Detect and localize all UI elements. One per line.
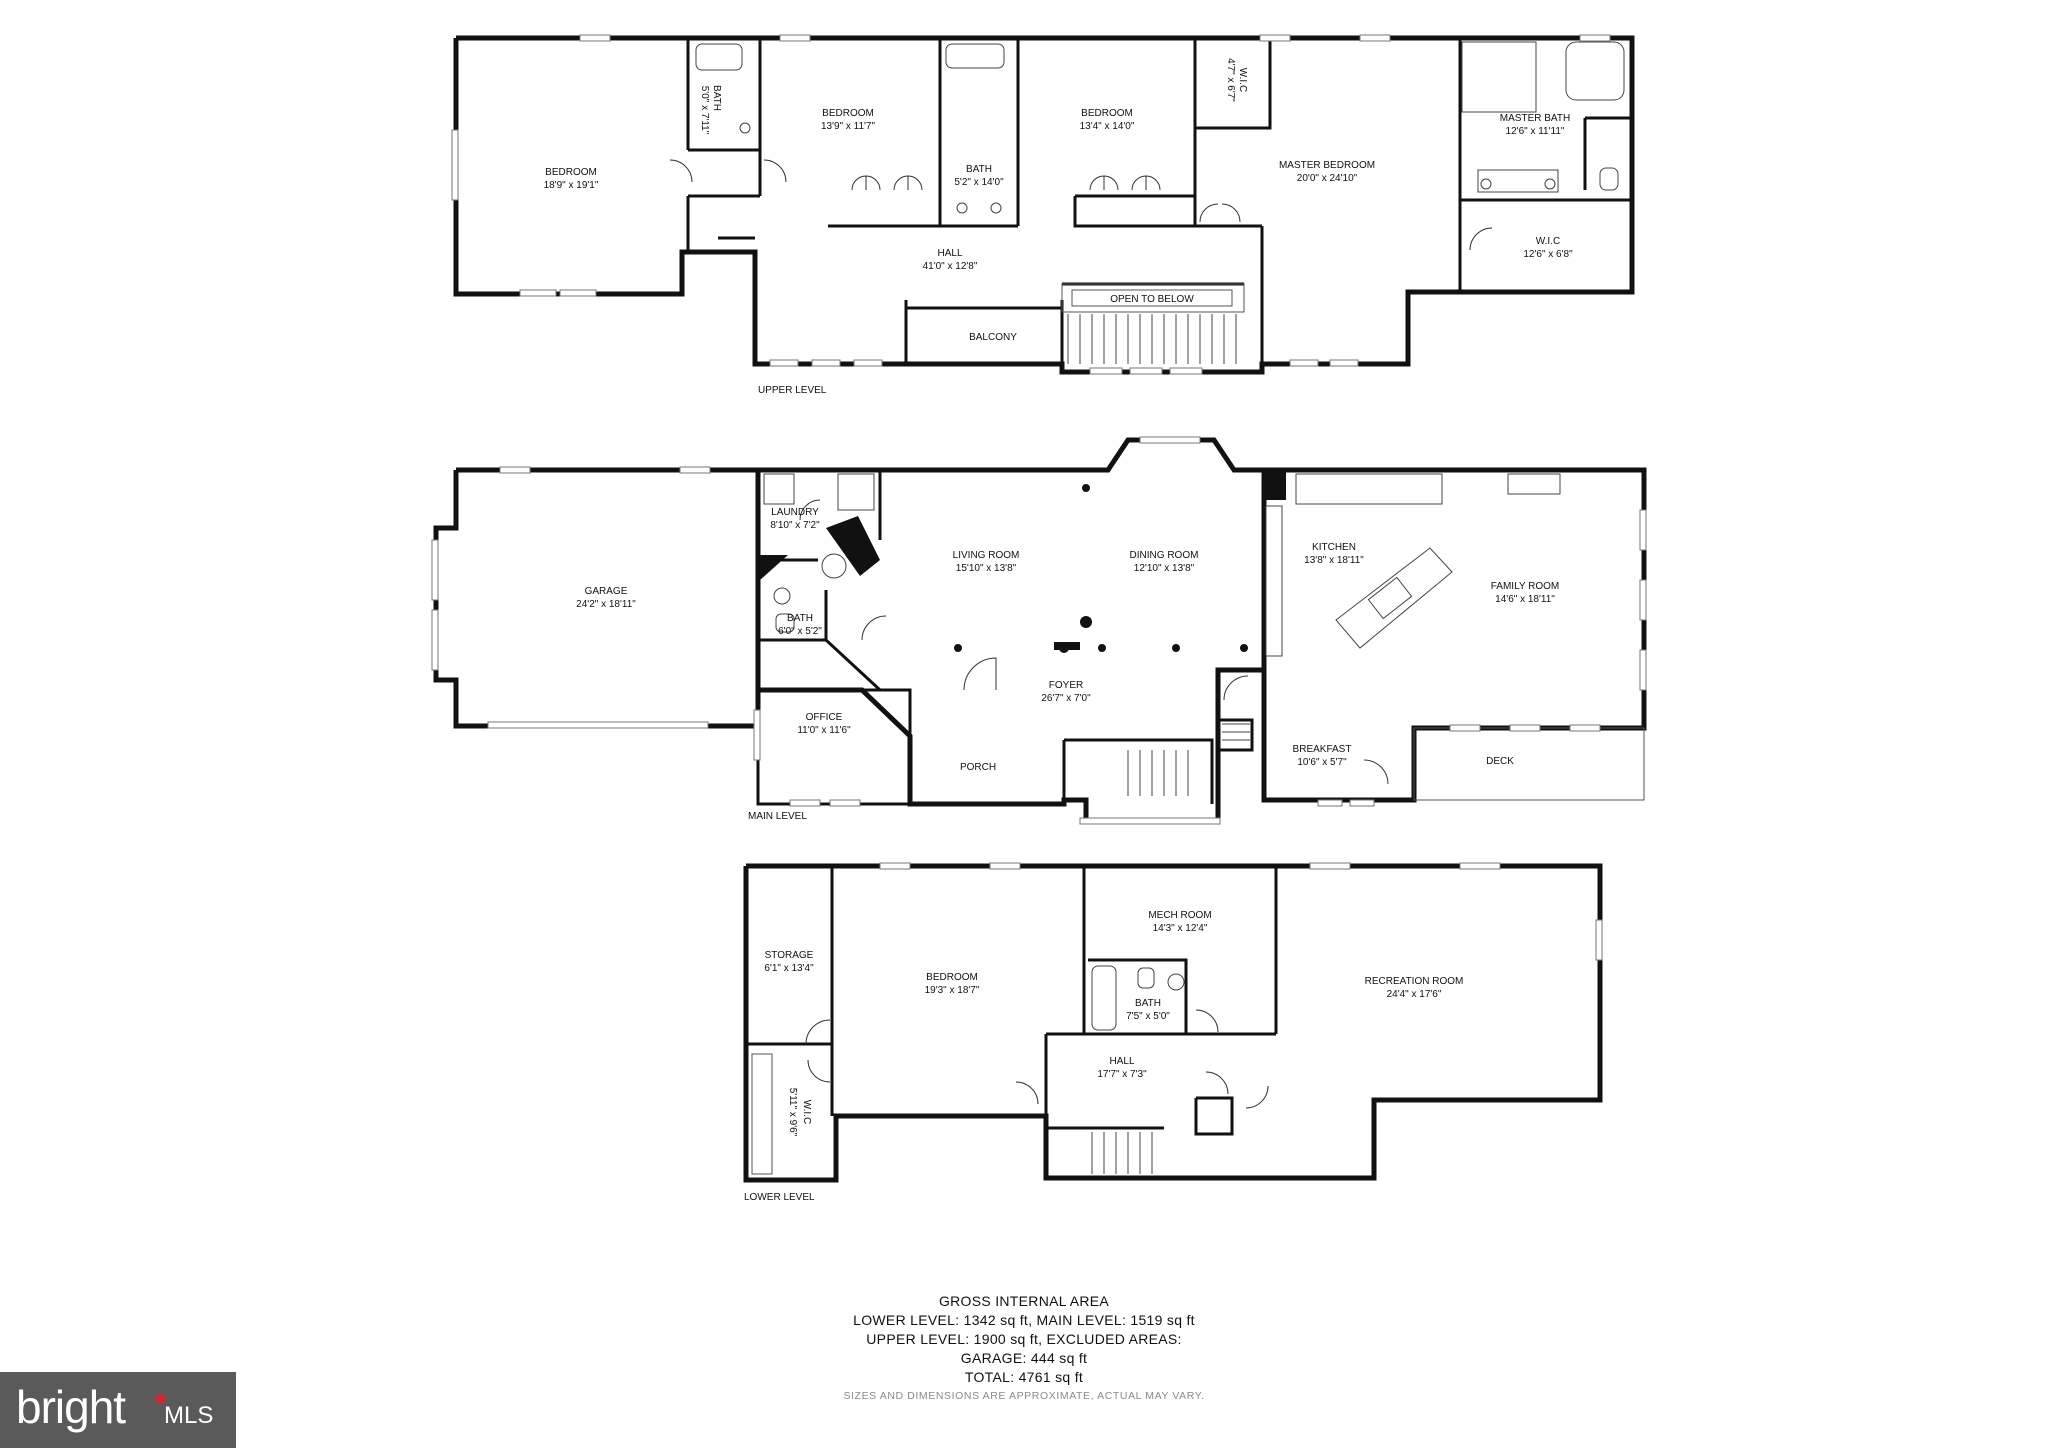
lower-room-name-2: W.I.C (801, 1100, 812, 1124)
summary-line-1: LOWER LEVEL: 1342 sq ft, MAIN LEVEL: 151… (853, 1312, 1195, 1328)
lower-room-name-4: MECH ROOM (1148, 910, 1211, 921)
main-room-name-7: FOYER (1049, 680, 1083, 691)
lower-room-dims-7: 24'4" x 17'6" (1387, 989, 1442, 1000)
upper-room-dims-10: 41'0" x 12'8" (923, 261, 978, 272)
main-room-dims-10: 14'6" x 18'11" (1495, 594, 1555, 605)
upper-room-dims-9: 12'6" x 6'8" (1523, 249, 1573, 260)
upper-room-dims-4: 5'2" x 14'0" (954, 177, 1004, 188)
upper-room-name-6: W.I.C (1237, 68, 1248, 92)
upper-room-name-9: W.I.C (1536, 236, 1560, 247)
main-room-name-10: FAMILY ROOM (1491, 581, 1560, 592)
upper-room-dims-5: 13'4" x 14'0" (1080, 121, 1135, 132)
upper-room-name-10: HALL (937, 248, 962, 259)
main-room-name-3: BATH (787, 613, 813, 624)
main-level-label: MAIN LEVEL (748, 811, 807, 822)
main-level-plan: GARAGE 24'2" x 18'11" LAUNDRY 8'10" x 7'… (431, 436, 1647, 825)
main-room-dims-1: 24'2" x 18'11" (576, 599, 636, 610)
upper-level-label: UPPER LEVEL (758, 385, 827, 396)
bright-mls-logo: bright MLS (0, 1372, 236, 1448)
upper-room-name-4: BATH (966, 164, 992, 175)
logo-suffix: MLS (164, 1402, 214, 1429)
lower-room-name-6: HALL (1109, 1056, 1134, 1067)
main-room-dims-9: 13'8" x 18'11" (1304, 555, 1364, 566)
upper-room-name-8: MASTER BATH (1500, 113, 1570, 124)
main-room-name-6: DINING ROOM (1130, 550, 1199, 561)
main-room-name-2: LAUNDRY (771, 507, 819, 518)
summary-title: GROSS INTERNAL AREA (938, 1293, 1110, 1309)
main-room-dims-7: 26'7" x 7'0" (1041, 693, 1091, 704)
main-room-name-11: BREAKFAST (1293, 744, 1352, 755)
lower-level-plan: STORAGE 6'1" x 13'4" W.I.C 5'11" x 9'6" … (743, 862, 1603, 1203)
main-room-dims-6: 12'10" x 13'8" (1134, 563, 1195, 574)
upper-room-name-7: MASTER BEDROOM (1279, 160, 1375, 171)
upper-level-plan: BEDROOM 18'9" x 19'1" BATH 5'0" x 7'11" … (451, 34, 1635, 396)
main-room-name-8: PORCH (960, 762, 996, 773)
upper-room-dims-3: 13'9" x 11'7" (821, 121, 876, 132)
lower-room-dims-4: 14'3" x 12'4" (1153, 923, 1208, 934)
lower-room-name-5: BATH (1135, 998, 1161, 1009)
lower-room-dims-1: 6'1" x 13'4" (764, 963, 814, 974)
main-room-dims-4: 11'0" x 11'6" (797, 725, 851, 736)
upper-room-name-11: BALCONY (969, 332, 1017, 343)
main-room-name-4: OFFICE (806, 712, 843, 723)
main-room-name-12: DECK (1486, 756, 1514, 767)
upper-room-dims-2: 5'0" x 7'11" (699, 86, 710, 135)
main-room-dims-2: 8'10" x 7'2" (770, 520, 820, 531)
main-room-name-1: GARAGE (585, 586, 628, 597)
upper-room-name-5: BEDROOM (1081, 108, 1133, 119)
lower-room-name-1: STORAGE (765, 950, 814, 961)
summary-line-4: TOTAL: 4761 sq ft (964, 1369, 1084, 1385)
summary-line-2: UPPER LEVEL: 1900 sq ft, EXCLUDED AREAS: (866, 1331, 1182, 1347)
lower-room-dims-5: 7'5" x 5'0" (1126, 1011, 1170, 1022)
lower-room-name-3: BEDROOM (926, 972, 978, 983)
lower-level-label: LOWER LEVEL (744, 1192, 815, 1203)
area-summary: GROSS INTERNAL AREA LOWER LEVEL: 1342 sq… (704, 1292, 1344, 1402)
logo-accent-dot (156, 1394, 166, 1404)
upper-room-name-12: OPEN TO BELOW (1110, 294, 1194, 305)
summary-line-3: GARAGE: 444 sq ft (960, 1350, 1088, 1366)
summary-note: SIZES AND DIMENSIONS ARE APPROXIMATE, AC… (843, 1390, 1205, 1402)
upper-room-dims-7: 20'0" x 24'10" (1297, 173, 1358, 184)
main-room-name-5: LIVING ROOM (953, 550, 1020, 561)
main-room-dims-3: 6'0" x 5'2" (778, 626, 822, 637)
main-room-dims-11: 10'6" x 5'7" (1297, 757, 1347, 768)
upper-room-name-3: BEDROOM (822, 108, 874, 119)
lower-room-dims-3: 19'3" x 18'7" (925, 985, 980, 996)
main-room-dims-5: 15'10" x 13'8" (956, 563, 1017, 574)
upper-room-dims-8: 12'6" x 11'11" (1506, 126, 1565, 137)
upper-room-name-2: BATH (711, 85, 722, 111)
lower-room-dims-2: 5'11" x 9'6" (787, 1088, 798, 1137)
main-room-name-9: KITCHEN (1312, 542, 1356, 553)
upper-room-name-1: BEDROOM (545, 167, 597, 178)
upper-room-dims-6: 4'7" x 6'7" (1225, 58, 1236, 102)
upper-room-dims-1: 18'9" x 19'1" (544, 180, 599, 191)
lower-room-dims-6: 17'7" x 7'3" (1097, 1069, 1147, 1080)
lower-room-name-7: RECREATION ROOM (1365, 976, 1464, 987)
logo-wordmark: bright (16, 1381, 126, 1433)
